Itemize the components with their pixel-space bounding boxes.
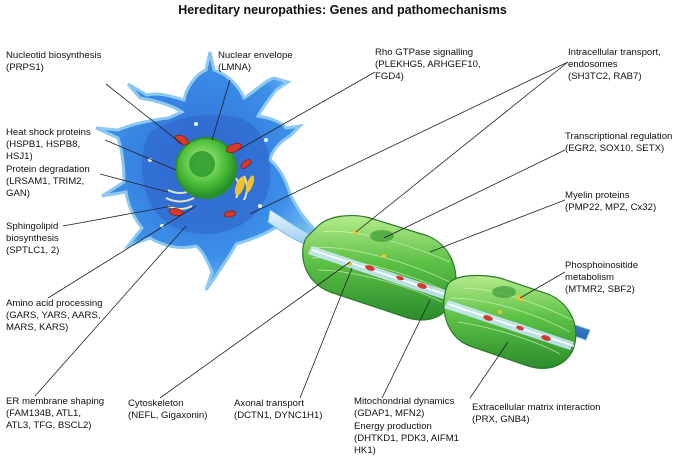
label-axonal-transport: Axonal transport (DCTN1, DYNC1H1) bbox=[234, 398, 323, 421]
label-rho-gtpase-signalling: Rho GTPase signalling (PLEKHG5, ARHGEF10… bbox=[375, 47, 481, 82]
label-er-membrane-shaping: ER membrane shaping (FAM134B, ATL1, ATL3… bbox=[6, 396, 105, 431]
label-nucleotid-biosynthesis: Nucleotid biosynthesis (PRPS1) bbox=[6, 50, 102, 73]
cell-body bbox=[95, 51, 325, 291]
label-amino-acid-processing: Amino acid processing (GARS, YARS, AARS,… bbox=[6, 298, 103, 333]
label-mitochondrial-dynamics: Mitochondrial dynamics (GDAP1, MFN2) bbox=[354, 396, 455, 419]
leader-lines bbox=[34, 61, 569, 399]
label-myelin-proteins: Myelin proteins (PMP22, MPZ, Cx32) bbox=[565, 190, 657, 213]
label-sphingolipid-biosynthesis: Sphingolipid biosynthesis (SPTLC1, 2) bbox=[6, 221, 60, 256]
label-phosphoinositide-metabolism: Phosphoinositide metabolism (MTMR2, SBF2… bbox=[565, 260, 639, 295]
myelin-sheath-2 bbox=[443, 274, 577, 369]
label-extracellular-matrix-interaction: Extracellular matrix interaction (PRX, G… bbox=[472, 402, 601, 425]
label-heat-shock-proteins: Heat shock proteins (HSPB1, HSPB8, HSJ1) bbox=[6, 127, 91, 162]
label-protein-degradation: Protein degradation (LRSAM1, TRIM2, GAN) bbox=[6, 164, 90, 199]
diagram-title: Hereditary neuropathies: Genes and patho… bbox=[178, 3, 507, 17]
myelin-sheath-1 bbox=[302, 215, 457, 321]
label-intracellular-transport: Intracellular transport, endosomes (SH3T… bbox=[568, 47, 661, 82]
label-cytoskeleton: Cytoskeleton (NEFL, Gigaxonin) bbox=[128, 398, 208, 421]
label-transcriptional-regulation: Transcriptional regulation (EGR2, SOX10,… bbox=[565, 131, 673, 154]
label-nuclear-envelope: Nuclear envelope (LMNA) bbox=[218, 50, 293, 73]
label-energy-production: Energy production (DHTKD1, PDK3, AIFM1 H… bbox=[354, 421, 460, 456]
